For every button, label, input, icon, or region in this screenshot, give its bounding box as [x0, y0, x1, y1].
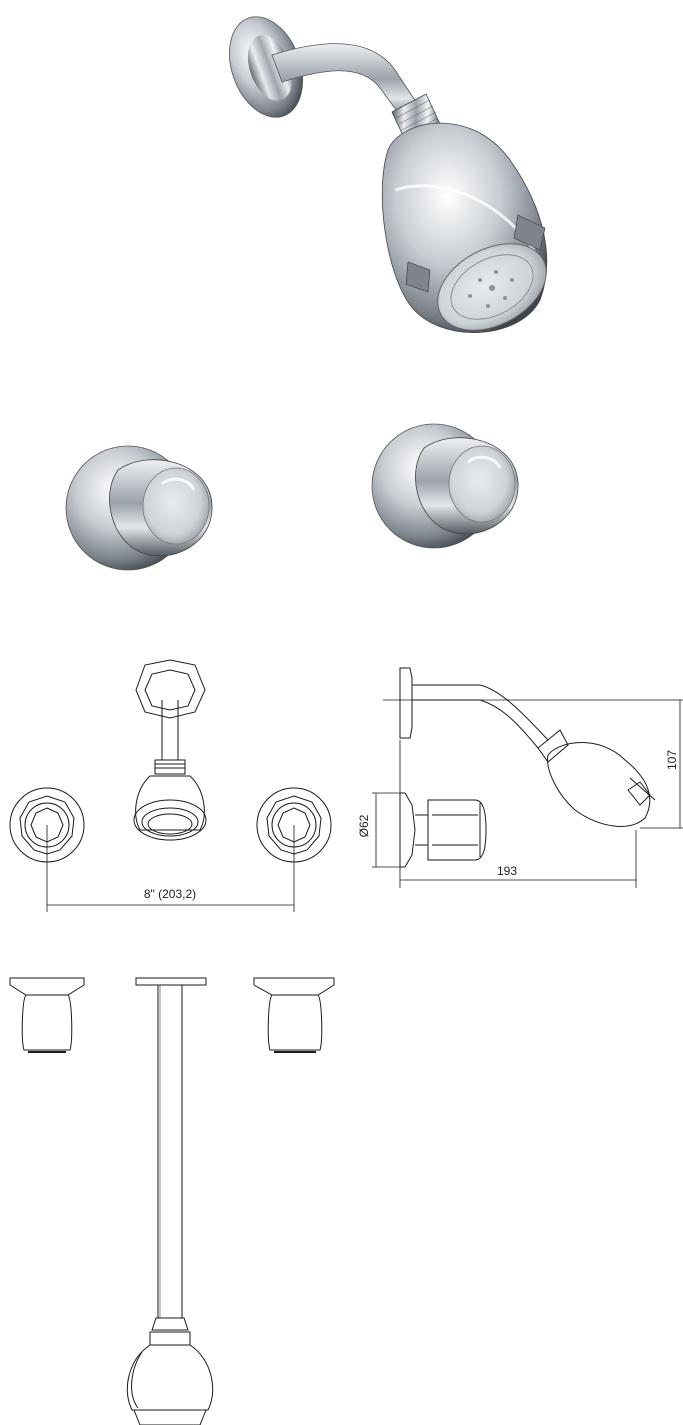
height-dimension-label: 107: [665, 750, 679, 770]
left-handle-photo: [65, 445, 213, 571]
spray-face-outline: [133, 799, 207, 841]
right-handle-elevation: [253, 977, 335, 1053]
shower-side-view: [399, 667, 656, 827]
shower-elevation: [126, 977, 214, 1425]
shower-head-photo: [229, 16, 548, 333]
spacing-dimension-label: 8" (203,2): [144, 887, 196, 901]
diameter-dimension-label: Ø62: [357, 814, 371, 837]
diameter-dimension: [372, 792, 402, 868]
flange-outline: [135, 659, 206, 719]
handle-side-view: [399, 792, 487, 868]
depth-dimension-label: 193: [497, 864, 517, 878]
flange-side: [399, 667, 413, 739]
left-handle-elevation: [9, 977, 85, 1053]
shower-front-view: [133, 659, 207, 841]
spacing-dimension: [46, 825, 295, 912]
right-handle-photo: [371, 423, 519, 549]
